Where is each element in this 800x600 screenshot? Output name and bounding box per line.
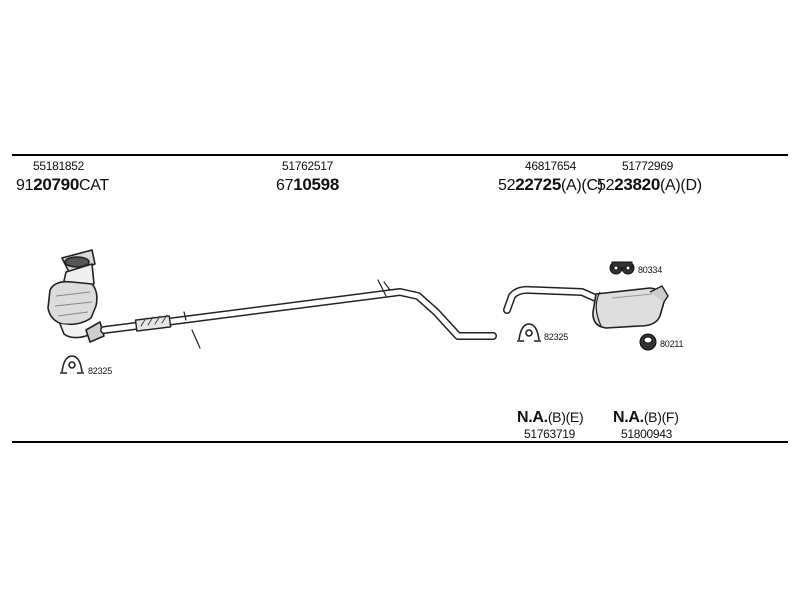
not-available-e: N.A.(B)(E) (517, 409, 584, 426)
na-e-bold: N.A. (517, 409, 548, 426)
catalyst-part-number: 55181852 (33, 159, 84, 173)
na-f-number: 51800943 (621, 427, 672, 441)
catalyst-code-suffix: CAT (78, 177, 109, 194)
na-f-suffix: (B)(F) (643, 409, 679, 425)
na-e-suffix: (B)(E) (547, 409, 584, 425)
front-muffler-part-number: 46817654 (525, 159, 576, 173)
bottom-divider (12, 441, 788, 443)
middle-pipe-code-prefix: 67 (276, 177, 294, 194)
rear-muffler-code-bold: 23820 (614, 175, 660, 194)
catalyst-code-bold: 20790 (33, 175, 79, 194)
middle-pipe-drawing (100, 279, 497, 349)
na-f-bold: N.A. (613, 409, 644, 426)
catalyst-code-prefix: 91 (16, 177, 34, 194)
rear-muffler-kit-code: 5223820(A)(D) (597, 176, 702, 194)
rubber-hanger-icon (609, 261, 635, 275)
rubber-ring-icon (639, 333, 657, 351)
na-e-number: 51763719 (524, 427, 575, 441)
rear-muffler-part-number: 51772969 (622, 159, 673, 173)
middle-pipe-code-bold: 10598 (293, 175, 339, 194)
clamp-icon-left (60, 355, 84, 374)
catalytic-converter-drawing (47, 249, 105, 343)
rear-muffler-code-suffix: (A)(D) (659, 177, 702, 194)
front-muffler-code-prefix: 52 (498, 177, 516, 194)
rear-muffler-code-prefix: 52 (597, 177, 615, 194)
clamp-icon-right (517, 323, 541, 342)
catalyst-kit-code: 9120790CAT (16, 176, 109, 194)
middle-pipe-part-number: 51762517 (282, 159, 333, 173)
clamp-right-label: 82325 (544, 332, 569, 342)
front-muffler-code-suffix: (A)(C) (560, 177, 603, 194)
top-divider (12, 154, 788, 156)
not-available-f: N.A.(B)(F) (613, 410, 679, 426)
rear-muffler-drawing (503, 285, 669, 329)
hanger-top-label: 80334 (638, 265, 663, 275)
front-muffler-code-bold: 22725 (515, 175, 561, 194)
front-muffler-kit-code: 5222725(A)(C) (498, 176, 603, 194)
middle-pipe-kit-code: 6710598 (276, 176, 339, 194)
ring-bottom-label: 80211 (660, 339, 684, 349)
clamp-left-label: 82325 (88, 366, 113, 376)
